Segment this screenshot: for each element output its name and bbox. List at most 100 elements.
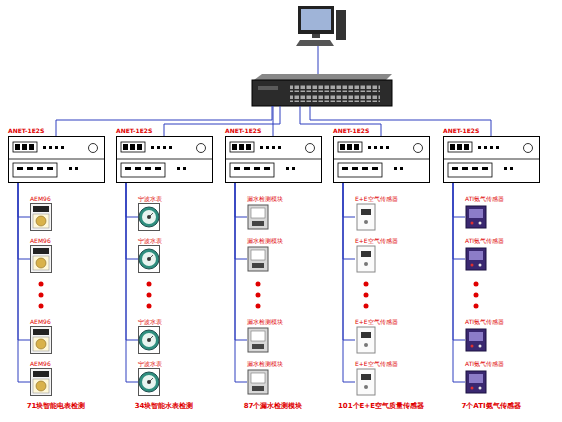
device-icon (138, 368, 160, 396)
ellipsis-dot (256, 282, 261, 287)
converter-box: ANET-1E2S (225, 136, 322, 183)
device-symbol (31, 369, 52, 396)
ellipsis-dot (474, 293, 479, 298)
device-box: AEM96 (30, 318, 52, 354)
ellipsis-dot (364, 293, 369, 298)
device-symbol (357, 204, 375, 230)
bus-connector (453, 183, 465, 340)
device-icon (355, 368, 377, 396)
converter-symbol (444, 142, 539, 177)
bus-connector (343, 183, 355, 340)
bus-connector (343, 183, 355, 217)
bus-connector (18, 183, 30, 382)
count-caption: 87个漏水检测模块 (244, 402, 303, 411)
network-wire (164, 106, 280, 136)
monitor-frame (298, 6, 334, 34)
ellipsis-dot (364, 282, 369, 287)
device-label: 宁波水表 (138, 318, 162, 326)
switch-ports (290, 84, 380, 92)
device-box: 宁波水表 (138, 318, 162, 354)
device-box: ATI氨气传感器 (465, 318, 504, 354)
converter-symbol (334, 142, 429, 177)
device-icon (355, 326, 377, 354)
device-symbol (248, 328, 268, 352)
ellipsis-dot (39, 304, 44, 309)
device-icon (355, 245, 377, 273)
device-box: E+E空气传感器 (355, 237, 398, 273)
device-label: 宁波水表 (138, 237, 162, 245)
ellipsis-dot (147, 293, 152, 298)
count-caption: 7个ATI氨气传感器 (461, 402, 520, 411)
device-box: 漏水检测模块 (247, 360, 283, 396)
device-icon (138, 203, 160, 231)
device-label: ATI氨气传感器 (465, 318, 504, 326)
switch-top (254, 74, 392, 80)
converter-face (334, 137, 429, 182)
device-box: AEM96 (30, 360, 52, 396)
bus-connector (343, 183, 355, 259)
device-label: E+E空气传感器 (355, 318, 398, 326)
keyboard (296, 40, 334, 46)
device-box: E+E空气传感器 (355, 318, 398, 354)
converter-symbol (226, 142, 321, 177)
device-label: 漏水检测模块 (247, 195, 283, 203)
converter-face (117, 137, 212, 182)
device-symbol (248, 247, 268, 271)
bus-connector (18, 183, 30, 340)
device-icon (465, 245, 487, 273)
network-wire (310, 106, 491, 136)
connector-layer (18, 183, 465, 382)
device-symbol (31, 204, 52, 231)
converter-box: ANET-1E2S (443, 136, 540, 183)
ellipsis-dot (39, 293, 44, 298)
device-label: AEM96 (30, 360, 52, 368)
converter-box: ANET-1E2S (8, 136, 105, 183)
converter-symbol (117, 142, 212, 177)
device-label: E+E空气传感器 (355, 360, 398, 368)
device-symbol (466, 206, 486, 228)
device-box: ATI氨气传感器 (465, 237, 504, 273)
bus-connector (126, 183, 138, 382)
device-label: 漏水检测模块 (247, 318, 283, 326)
switch-front (252, 80, 392, 106)
monitor-screen (301, 9, 331, 30)
converter-heading: ANET-1E2S (8, 127, 44, 135)
device-icon (247, 245, 269, 273)
device-symbol (357, 246, 375, 272)
converter-face (9, 137, 104, 182)
converter-symbol (9, 142, 104, 177)
device-icon (465, 368, 487, 396)
device-label: ATI氨气传感器 (465, 360, 504, 368)
device-symbol (139, 369, 160, 396)
ellipsis-dot (39, 282, 44, 287)
device-symbol (139, 246, 160, 273)
count-caption: 34块智能水表检测 (135, 402, 194, 411)
converter-heading: ANET-1E2S (116, 127, 152, 135)
device-symbol (357, 327, 375, 353)
ellipsis-dots (39, 282, 479, 309)
device-box: 宁波水表 (138, 360, 162, 396)
device-box: 漏水检测模块 (247, 195, 283, 231)
device-label: E+E空气传感器 (355, 237, 398, 245)
device-symbol (31, 246, 52, 273)
count-caption: 71块智能电表检测 (27, 402, 86, 411)
converter-face (444, 137, 539, 182)
ellipsis-dot (147, 282, 152, 287)
converter-heading: ANET-1E2S (333, 127, 369, 135)
device-icon (465, 203, 487, 231)
device-box: 漏水检测模块 (247, 237, 283, 273)
converter-box: ANET-1E2S (333, 136, 430, 183)
network-wire (318, 46, 319, 76)
ellipsis-dot (147, 304, 152, 309)
device-icon (30, 368, 52, 396)
ellipsis-dot (364, 304, 369, 309)
converter-face (226, 137, 321, 182)
bus-connector (126, 183, 138, 217)
device-icon (247, 368, 269, 396)
switch-panel (258, 86, 278, 90)
device-label: AEM96 (30, 237, 52, 245)
device-label: ATI氨气传感器 (465, 195, 504, 203)
device-box: E+E空气传感器 (355, 195, 398, 231)
device-symbol (248, 370, 268, 394)
